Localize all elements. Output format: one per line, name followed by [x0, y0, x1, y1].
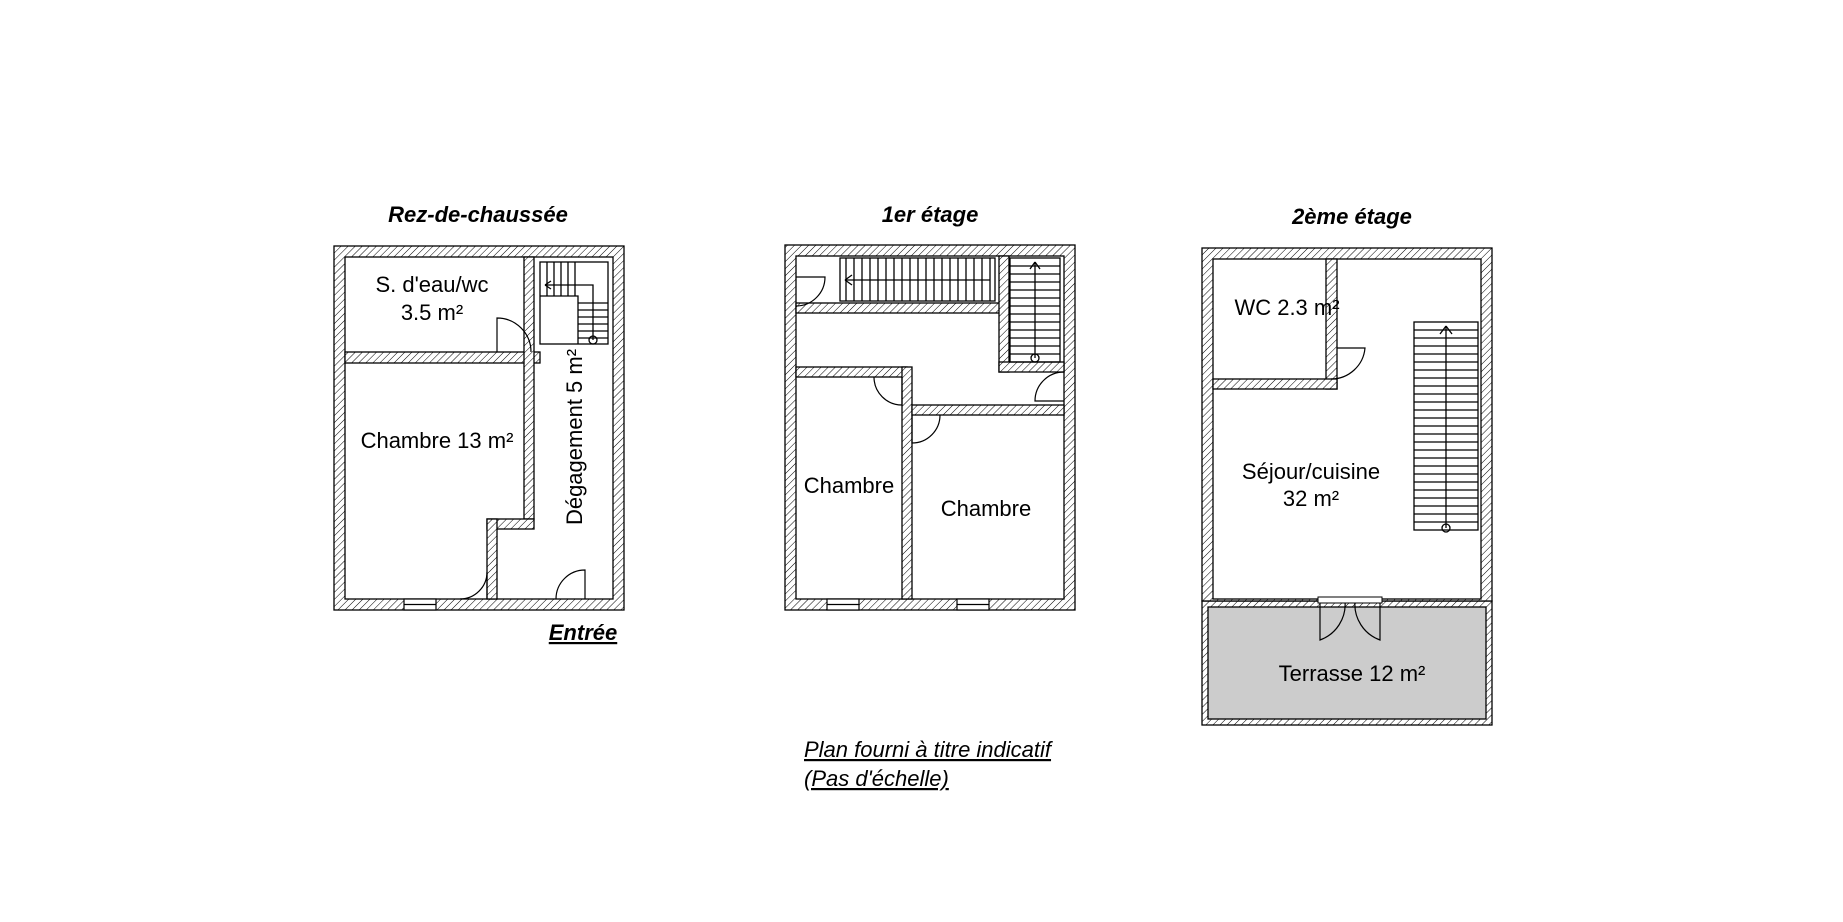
wc-door	[1330, 347, 1366, 380]
disclaimer-line-1: Plan fourni à titre indicatif	[804, 737, 1054, 762]
disclaimer-line-2: (Pas d'échelle)	[804, 766, 949, 791]
terrace-french-doors	[1317, 596, 1383, 641]
terrace-label: Terrasse 12 m²	[1279, 661, 1426, 686]
first-floor-staircase-horizontal	[839, 257, 996, 302]
second-floor-staircase	[1413, 321, 1479, 533]
right-bedroom-door	[911, 414, 941, 444]
left-bedroom-label: Chambre	[804, 473, 894, 498]
ground-floor-title: Rez-de-chaussée	[388, 202, 568, 227]
wc-bottom-wall	[1212, 378, 1338, 390]
bedroom-door	[459, 571, 488, 600]
bathroom-door	[496, 317, 532, 353]
first-floor-plan: 1er étage	[784, 202, 1076, 611]
ground-floor-window	[403, 598, 437, 611]
corridor-wall-lower	[486, 518, 498, 600]
corridor-label: Dégagement 5 m²	[562, 349, 587, 525]
ground-floor-staircase	[539, 261, 609, 345]
stair-side-wall	[998, 255, 1010, 373]
right-bedroom-top-wall	[911, 404, 1065, 416]
bedroom-label: Chambre 13 m²	[361, 428, 514, 453]
living-kitchen-label: Séjour/cuisine	[1242, 459, 1380, 484]
bathroom-partition-wall	[344, 351, 541, 364]
terrace-floor	[1207, 606, 1487, 720]
ground-floor-interior	[344, 256, 614, 600]
wc-side-wall	[1325, 258, 1338, 390]
bedrooms-divider-wall	[901, 366, 913, 600]
stair-landing-door	[1034, 371, 1065, 402]
living-kitchen-area: 32 m²	[1283, 486, 1339, 511]
corridor-wall-upper	[523, 256, 535, 520]
second-floor-title: 2ème étage	[1291, 204, 1412, 229]
bathroom-area: 3.5 m²	[401, 300, 463, 325]
entrance-label: Entrée	[549, 620, 617, 645]
ground-floor-plan: Rez-de-chaussée S. d'eau/wc	[333, 202, 625, 645]
stair-hall-door	[795, 276, 826, 307]
first-floor-staircase-vertical	[1009, 257, 1061, 363]
wc-label: WC 2.3 m²	[1234, 295, 1339, 320]
right-bedroom-label: Chambre	[941, 496, 1031, 521]
right-bedroom-window	[956, 598, 990, 611]
left-bedroom-top-wall	[795, 366, 908, 378]
second-floor-plan: 2ème étage WC 2.3 m² Séjour/cuisine 32 m…	[1201, 204, 1493, 726]
stair-hall-wall	[795, 302, 1010, 314]
left-bedroom-door	[873, 376, 903, 406]
entrance-door	[555, 569, 586, 600]
second-floor-interior	[1212, 258, 1482, 600]
stair-bottom-wall	[998, 361, 1065, 373]
bathroom-label: S. d'eau/wc	[375, 272, 488, 297]
left-bedroom-window	[826, 598, 860, 611]
first-floor-title: 1er étage	[882, 202, 979, 227]
